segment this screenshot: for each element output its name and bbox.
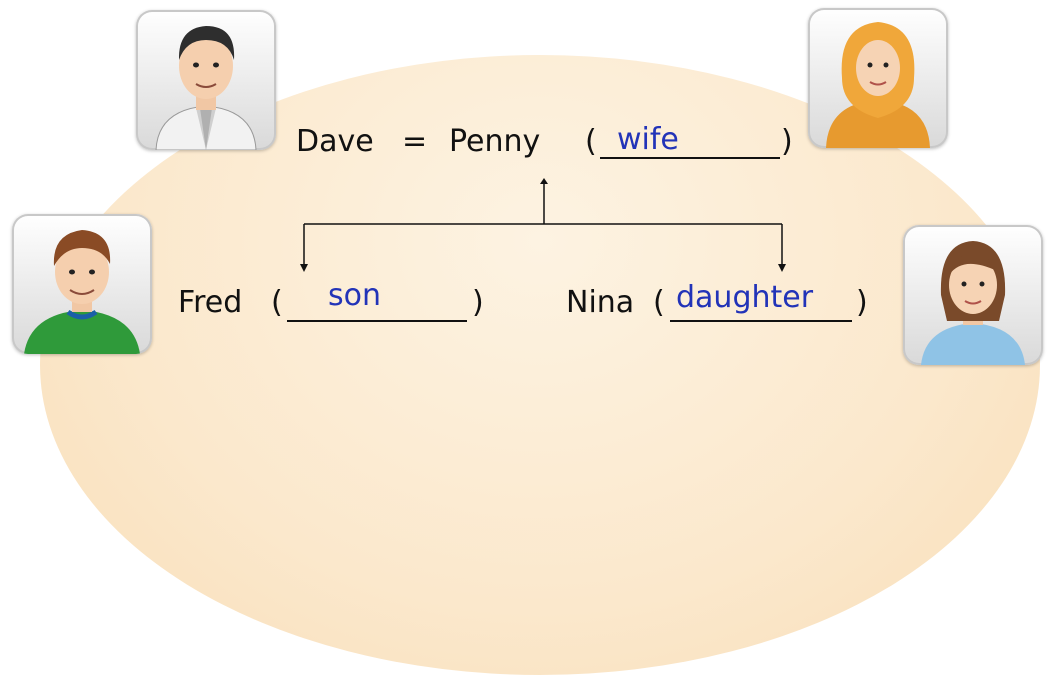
- child-fred-name: Fred: [178, 285, 243, 320]
- nina-open-paren: (: [653, 285, 665, 320]
- mother-relation-blank: [600, 157, 780, 159]
- father-name: Dave: [296, 124, 374, 159]
- nina-portrait: [903, 225, 1043, 365]
- mother-name: Penny: [449, 124, 541, 159]
- nina-arrowhead: [778, 264, 786, 272]
- nina-relation-answer: daughter: [676, 280, 814, 315]
- fred-portrait: [12, 214, 152, 354]
- fred-open-paren: (: [271, 285, 283, 320]
- fred-close-paren: ): [472, 285, 484, 320]
- fred-relation-blank: [287, 320, 467, 322]
- family-tree-connectors: [300, 178, 786, 272]
- fred-arrowhead: [300, 264, 308, 272]
- mother-relation-answer: wife: [617, 122, 679, 157]
- penny-portrait: [808, 8, 948, 148]
- child-nina-name: Nina: [566, 285, 635, 320]
- dave-portrait: [136, 10, 276, 150]
- equals-sign: =: [402, 124, 428, 159]
- nina-close-paren: ): [856, 285, 868, 320]
- descent-line-tip: [540, 178, 548, 184]
- nina-relation-blank: [670, 320, 852, 322]
- mother-close-paren: ): [781, 124, 793, 159]
- fred-relation-answer: son: [328, 278, 381, 313]
- mother-open-paren: (: [585, 124, 597, 159]
